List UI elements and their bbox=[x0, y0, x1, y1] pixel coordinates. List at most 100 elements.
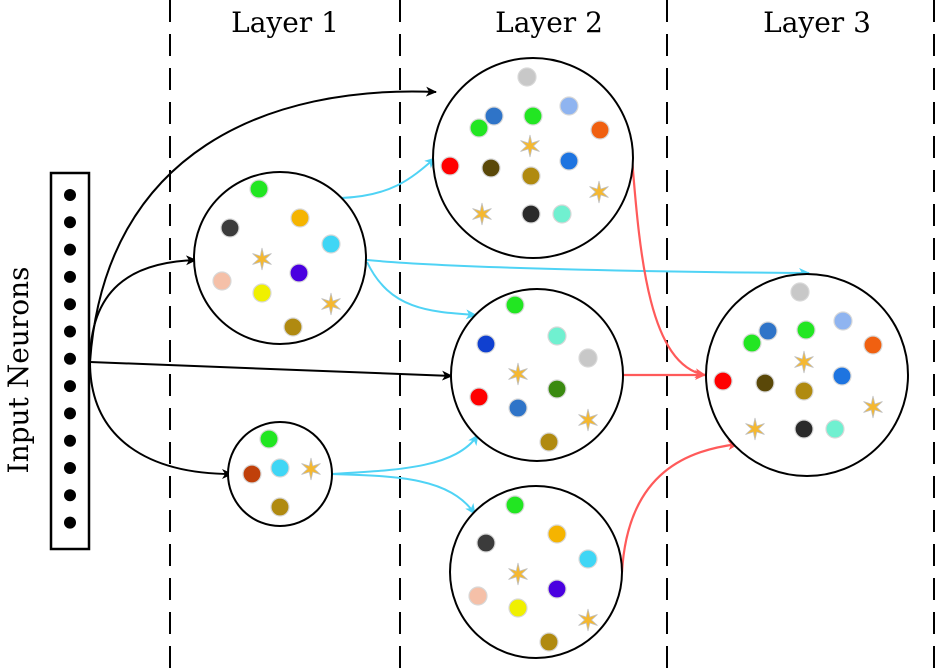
input-neuron bbox=[64, 434, 76, 447]
cluster-layer1-bottom bbox=[227, 421, 333, 527]
red-edges bbox=[620, 157, 739, 573]
star-neuron-icon bbox=[508, 362, 528, 386]
neuron-dot bbox=[469, 387, 489, 407]
neuron-dot bbox=[559, 151, 579, 171]
neuron-dot bbox=[547, 579, 567, 599]
star-neuron-icon bbox=[301, 457, 321, 481]
input-neuron bbox=[64, 516, 76, 529]
neuron-dot bbox=[539, 632, 559, 652]
neuron-dot bbox=[290, 208, 310, 228]
neuron-dot bbox=[794, 381, 814, 401]
star-neuron-icon bbox=[508, 562, 528, 586]
edge-l1top-to-l2top bbox=[340, 157, 436, 199]
neuron-dot bbox=[283, 317, 303, 337]
star-neuron-icon bbox=[578, 408, 598, 432]
star-neuron-icon bbox=[578, 608, 598, 632]
neuron-dot bbox=[547, 326, 567, 346]
layer-title-1: Layer 1 bbox=[231, 6, 339, 39]
neuron-dot bbox=[796, 320, 816, 340]
cluster-layer1-top bbox=[193, 171, 367, 345]
input-neuron-column bbox=[49, 171, 91, 551]
neuron-dot bbox=[755, 373, 775, 393]
neuron-dot bbox=[508, 598, 528, 618]
neuron-dot bbox=[833, 311, 853, 331]
cluster-circle bbox=[193, 171, 367, 345]
input-neuron bbox=[64, 189, 76, 201]
star-neuron-icon bbox=[472, 202, 492, 226]
cyan-edges bbox=[330, 157, 810, 515]
cluster-layer3 bbox=[705, 273, 909, 477]
cluster-circle bbox=[432, 57, 634, 259]
star-neuron-icon bbox=[863, 395, 883, 419]
edge-l1bottom-to-l2middle bbox=[330, 434, 479, 475]
layer-title-2: Layer 2 bbox=[495, 6, 603, 39]
star-neuron-icon bbox=[520, 134, 540, 158]
input-neuron bbox=[64, 380, 76, 393]
edge-input-to-l2-middle bbox=[89, 361, 453, 381]
black-edges bbox=[89, 86, 453, 479]
neuron-dot bbox=[832, 366, 852, 386]
neuron-dot bbox=[289, 263, 309, 283]
neuron-dot bbox=[521, 204, 541, 224]
neuron-dot bbox=[469, 118, 489, 138]
input-neuron bbox=[64, 325, 76, 338]
neuron-dot bbox=[259, 429, 279, 449]
neuron-dot bbox=[578, 549, 598, 569]
input-neuron bbox=[64, 489, 76, 502]
neuron-dot bbox=[713, 371, 733, 391]
neuron-dot bbox=[270, 497, 290, 517]
neuron-dot bbox=[825, 419, 845, 439]
neuron-dot bbox=[242, 464, 262, 484]
cluster-circle bbox=[705, 273, 909, 477]
neuron-dot bbox=[481, 158, 501, 178]
neuron-dot bbox=[523, 106, 543, 126]
edge-input-to-l1-bottom bbox=[89, 361, 233, 479]
edge-input-to-l2-top bbox=[89, 86, 437, 363]
star-neuron-icon bbox=[745, 417, 765, 441]
input-neurons-label: Input Neurons bbox=[2, 267, 35, 474]
star-neuron-icon bbox=[794, 350, 814, 374]
edge-l1top-to-l2middle bbox=[366, 261, 477, 320]
neuron-dot bbox=[468, 586, 488, 606]
star-neuron-icon bbox=[321, 292, 341, 316]
neuron-dot bbox=[521, 166, 541, 186]
star-neuron-icon bbox=[252, 247, 272, 271]
neuron-dot bbox=[321, 234, 341, 254]
neuron-dot bbox=[790, 282, 810, 302]
edge-l1top-to-l3 bbox=[366, 259, 810, 278]
neuron-dot bbox=[794, 419, 814, 439]
edge-input-to-l1-top bbox=[89, 255, 197, 363]
neuron-dot bbox=[552, 204, 572, 224]
input-neuron bbox=[64, 216, 76, 229]
neuron-dot bbox=[212, 271, 232, 291]
layer-dividers bbox=[169, 0, 935, 668]
cluster-layer2-top bbox=[432, 57, 634, 259]
neuron-dot bbox=[559, 96, 579, 116]
neuron-dot bbox=[476, 533, 496, 553]
cluster-layer2-middle bbox=[450, 288, 624, 462]
neuron-dot bbox=[863, 335, 883, 355]
neuron-dot bbox=[539, 432, 559, 452]
neuron-dot bbox=[220, 218, 240, 238]
input-neuron bbox=[64, 298, 76, 311]
neuron-dot bbox=[742, 333, 762, 353]
neuron-dot bbox=[505, 495, 525, 515]
neuron-dot bbox=[758, 321, 778, 341]
star-neuron-icon bbox=[589, 180, 609, 204]
cluster-layer2-bottom bbox=[449, 485, 623, 659]
neuron-dot bbox=[547, 379, 567, 399]
input-neuron bbox=[64, 243, 76, 256]
cluster-circle bbox=[450, 288, 624, 462]
edge-l2top-to-l3 bbox=[630, 157, 706, 379]
neuron-dot bbox=[484, 106, 504, 126]
input-neuron bbox=[64, 462, 76, 474]
neuron-dot bbox=[590, 120, 610, 140]
neuron-dot bbox=[505, 295, 525, 315]
clusters bbox=[193, 57, 909, 659]
input-neuron bbox=[64, 270, 76, 283]
edge-l2bottom-to-l3 bbox=[620, 440, 739, 573]
input-neuron bbox=[64, 352, 76, 365]
edge-l1bottom-to-l2bottom bbox=[330, 473, 476, 515]
neuron-dot bbox=[547, 524, 567, 544]
